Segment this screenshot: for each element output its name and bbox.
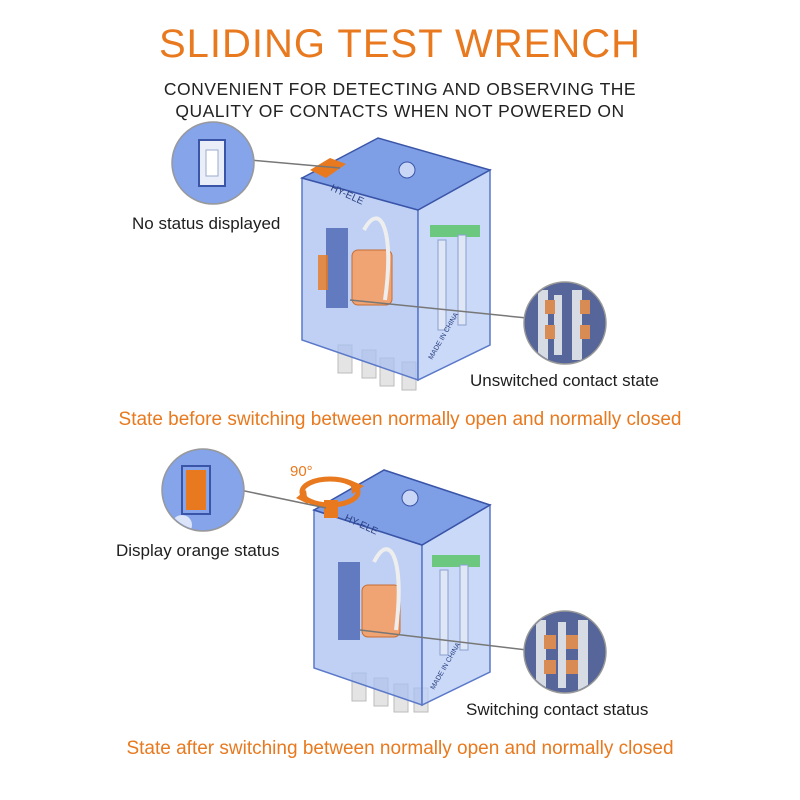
subtitle-line-2: QUALITY OF CONTACTS WHEN NOT POWERED ON <box>175 101 625 121</box>
subtitle-line-1: CONVENIENT FOR DETECTING AND OBSERVING T… <box>163 79 637 99</box>
zoom-circle-indicator-bottom <box>161 448 245 532</box>
indicator-label-top: No status displayed <box>132 214 281 233</box>
callout-line <box>359 629 528 651</box>
relay-top: HY-ELE MADE IN CHINA <box>299 137 492 391</box>
contact-label-bottom: Switching contact status <box>466 700 649 719</box>
relay-coil <box>351 249 393 306</box>
zoom-circle-indicator-top <box>171 121 255 205</box>
relay-top-lid <box>299 137 492 211</box>
orange-slider-tab-icon <box>310 158 346 178</box>
indicator-label-bottom: Display orange status <box>116 541 280 560</box>
zoom-circle-contacts-top <box>523 281 607 365</box>
callout-line <box>249 159 341 169</box>
callout-line <box>239 489 327 509</box>
page-title: SLIDING TEST WRENCH <box>158 22 642 66</box>
zoom-circle-contacts-bottom <box>523 610 607 694</box>
caption-top: State before switching between normally … <box>118 409 682 430</box>
page-subtitle: CONVENIENT FOR DETECTING AND OBSERVING T… <box>100 78 700 122</box>
contact-label-top: Unswitched contact state <box>470 371 659 390</box>
callout-line <box>349 299 528 319</box>
rotation-label: 90° <box>290 463 313 480</box>
caption-bottom: State after switching between normally o… <box>126 738 674 759</box>
rotation-arrow-icon <box>296 476 364 508</box>
